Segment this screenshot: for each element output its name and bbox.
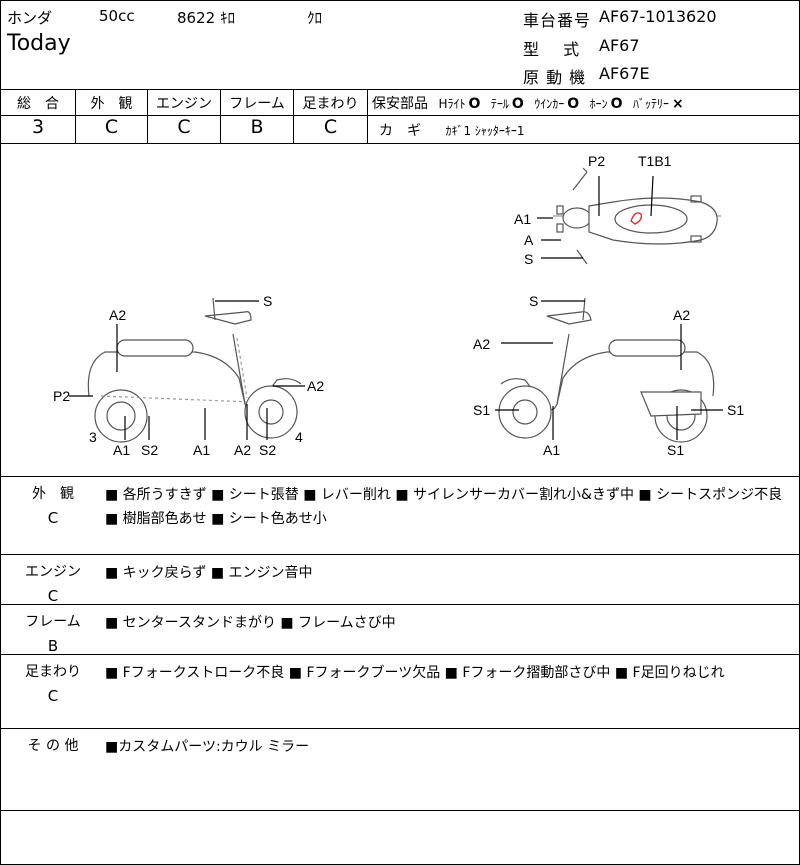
header: ホンダ 50cc 8622 ｷﾛ ｸﾛ Today 車台番号 AF67-1013… xyxy=(1,1,800,90)
damage-diagram: P2 T1B1 A1 A S xyxy=(1,144,800,477)
label-right-A2b: A2 xyxy=(473,336,490,352)
grade-grid: 総 合 3 外 観 C エンジン C フレーム B 足まわり C 保安部品 Hﾗ… xyxy=(1,90,800,144)
safety-item-battery: ﾊﾞｯﾃﾘｰ× xyxy=(632,96,684,112)
grade-overall: 総 合 3 xyxy=(1,90,76,144)
mileage: 8622 ｷﾛ xyxy=(177,9,235,27)
displacement: 50cc xyxy=(99,7,135,25)
grade-frame: フレーム B xyxy=(221,90,294,144)
label-left-S2b: S2 xyxy=(259,442,276,458)
label-left-S: S xyxy=(263,293,272,309)
key-row: カ ギ ｶｷﾞ1 ｼｬｯﾀｰｷｰ1 xyxy=(379,120,525,140)
label-right-A2a: A2 xyxy=(673,307,690,323)
label-right-A1: A1 xyxy=(543,442,560,458)
key-label: カ ギ xyxy=(379,123,421,139)
grade-engine: エンジン C xyxy=(148,90,221,144)
label-top-S: S xyxy=(524,251,533,267)
label-left-A2c: A2 xyxy=(234,442,251,458)
grade-exterior: 外 観 C xyxy=(76,90,148,144)
label-left-P2: P2 xyxy=(53,388,70,404)
model-name: Today xyxy=(7,31,71,56)
key-value: ｶｷﾞ1 ｼｬｯﾀｰｷｰ1 xyxy=(445,124,525,138)
label-top-A1: A1 xyxy=(514,211,531,227)
label-left-S2a: S2 xyxy=(141,442,158,458)
label-top-A: A xyxy=(524,232,534,248)
safety-divider xyxy=(368,115,800,116)
label-left-A1a: A1 xyxy=(113,442,130,458)
label-top-T1B1: T1B1 xyxy=(638,153,672,169)
safety-label: 保安部品 xyxy=(372,96,428,112)
comment-text: ■ センタースタンドまがり ■ フレームさび中 xyxy=(105,615,396,631)
label-right-S1c: S1 xyxy=(667,442,684,458)
maker: ホンダ xyxy=(7,9,53,27)
frame-no: AF67-1013620 xyxy=(599,7,717,26)
grade-suspension: 足まわり C xyxy=(294,90,368,144)
label-left-A1b: A1 xyxy=(193,442,210,458)
comment-text: ■カスタムパーツ:カウル ミラー xyxy=(105,739,310,755)
engine-label: 原 動 機 xyxy=(523,68,587,87)
scooter-top-view xyxy=(537,167,721,265)
type-label: 型 式 xyxy=(523,40,581,59)
comment-row-other: そ の 他 ■カスタムパーツ:カウル ミラー xyxy=(1,729,800,811)
label-right-S1a: S1 xyxy=(473,402,490,418)
label-top-P2: P2 xyxy=(588,153,605,169)
comment-text: ■ キック戻らず ■ エンジン音中 xyxy=(105,565,313,581)
comment-category: そ の 他 xyxy=(27,738,79,754)
frame-no-label: 車台番号 xyxy=(523,11,592,30)
scooter-right-view xyxy=(495,297,723,443)
comment-text: ■ 各所うすきず ■ シート張替 ■ レバー削れ ■ サイレンサーカバー割れ小&… xyxy=(105,487,783,527)
color: ｸﾛ xyxy=(307,9,323,27)
label-left-A2b: A2 xyxy=(307,378,324,394)
label-right-S: S xyxy=(529,293,538,309)
scooter-diagrams: P2 T1B1 A1 A S xyxy=(53,153,744,458)
engine-value: AF67E xyxy=(599,64,650,83)
grade-divider xyxy=(1,115,368,116)
scooter-left-view xyxy=(69,297,305,443)
label-left-3: 3 xyxy=(89,429,97,445)
label-left-A2a: A2 xyxy=(109,307,126,323)
label-left-4: 4 xyxy=(295,429,303,445)
label-right-S1b: S1 xyxy=(727,402,744,418)
comment-text: ■ Fフォークストローク不良 ■ Fフォークブーツ欠品 ■ Fフォーク摺動部さび… xyxy=(105,665,725,681)
type-value: AF67 xyxy=(599,36,640,55)
